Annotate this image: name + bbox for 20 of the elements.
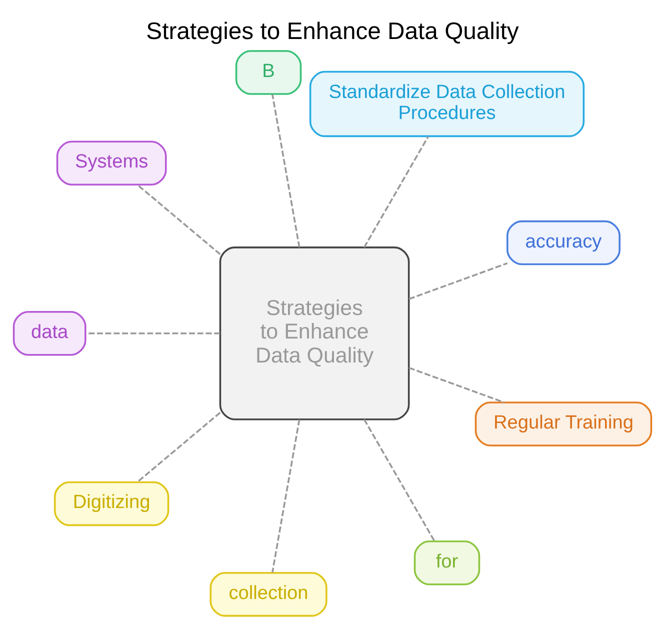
- node-box: Systems: [56, 140, 166, 186]
- node-box: Regular Training: [474, 402, 652, 446]
- connector: [136, 184, 220, 255]
- connector: [362, 136, 428, 248]
- node-box: collection: [209, 572, 327, 617]
- node-box: Standardize Data Collection Procedures: [308, 70, 584, 138]
- node-box: Digitizing: [53, 481, 169, 526]
- connector: [408, 366, 504, 404]
- connector: [408, 262, 508, 300]
- diagram-title: Strategies to Enhance Data Quality: [146, 18, 518, 46]
- node-box: B: [234, 50, 302, 95]
- node-box: data: [12, 311, 86, 356]
- connector: [362, 419, 435, 542]
- connector: [270, 94, 300, 248]
- connector: [270, 419, 300, 573]
- node-box: Strategies to Enhance Data Quality: [218, 246, 410, 420]
- connector: [85, 332, 220, 334]
- node-box: accuracy: [506, 220, 620, 266]
- connector: [136, 412, 220, 483]
- node-box: for: [413, 540, 480, 586]
